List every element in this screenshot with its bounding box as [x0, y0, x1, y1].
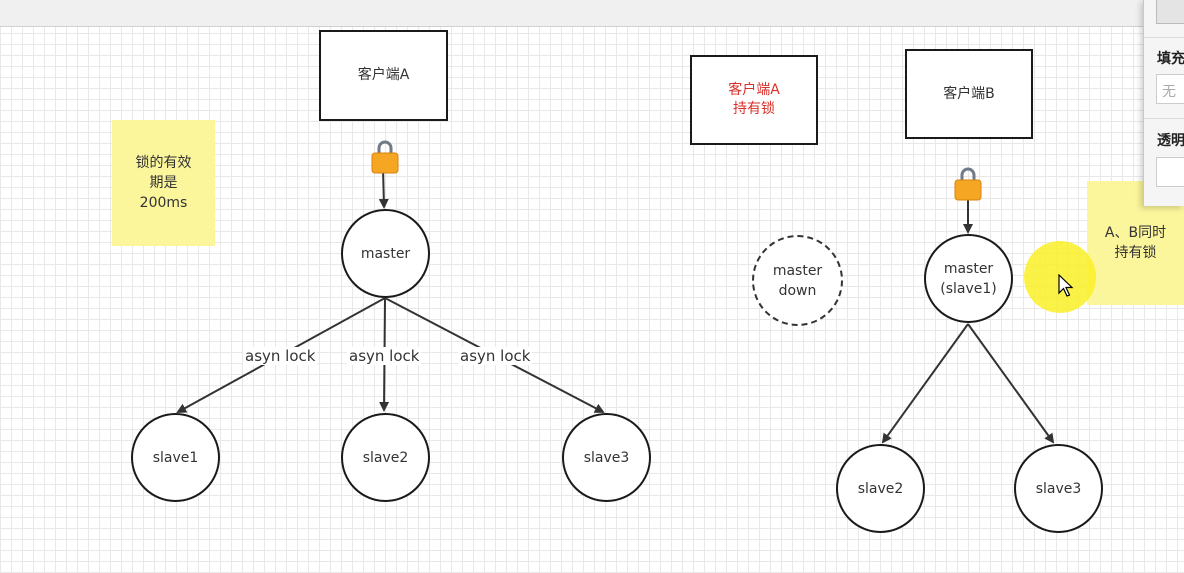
slave1-node-label: slave1	[152, 449, 199, 466]
top-toolbar-strip	[0, 0, 1184, 27]
mouse-cursor-icon	[1058, 273, 1074, 302]
master-node[interactable]: master	[341, 209, 430, 298]
client-a-holds-lock-box[interactable]: 客户端A 持有锁	[690, 55, 818, 145]
master-down-label: master down	[772, 262, 823, 299]
panel-top-button[interactable]	[1156, 0, 1184, 24]
both-hold-lock-note-text: A、B同时 持有锁	[1104, 225, 1167, 261]
slave1-node[interactable]: slave1	[131, 413, 220, 502]
panel-divider	[1144, 118, 1184, 119]
opacity-label: 透明	[1157, 133, 1184, 149]
format-side-panel: 填充 无 透明	[1143, 0, 1184, 206]
client-a-box[interactable]: 客户端A	[319, 30, 448, 121]
lock-validity-note[interactable]: 锁的有效 期是 200ms	[112, 120, 215, 246]
slave2-right-node[interactable]: slave2	[836, 444, 925, 533]
master-node-label: master	[360, 245, 411, 262]
edge-master-right-to-slave3	[967, 323, 1055, 444]
slave2-node[interactable]: slave2	[341, 413, 430, 502]
edge-label-asyn-lock-middle: asyn lock	[347, 347, 422, 365]
edge-label-asyn-lock-left: asyn lock	[243, 347, 318, 365]
client-a-label: 客户端A	[357, 67, 410, 83]
slave3-right-node[interactable]: slave3	[1014, 444, 1103, 533]
client-b-box[interactable]: 客户端B	[905, 49, 1033, 139]
client-b-label: 客户端B	[943, 85, 995, 102]
slave3-node[interactable]: slave3	[562, 413, 651, 502]
master-slave1-node[interactable]: master (slave1)	[924, 234, 1013, 323]
slave2-right-node-label: slave2	[857, 480, 904, 497]
lock-icon	[953, 164, 983, 206]
slave3-node-label: slave3	[583, 449, 630, 466]
slave2-node-label: slave2	[362, 449, 409, 466]
client-a-holds-lock-label: 客户端A 持有锁	[728, 82, 780, 117]
master-down-node[interactable]: master down	[752, 235, 843, 326]
opacity-input[interactable]	[1156, 157, 1184, 187]
master-slave1-label: master (slave1)	[940, 260, 997, 297]
edge-client-a-to-master	[378, 167, 389, 209]
lock-icon	[370, 137, 400, 179]
fill-label: 填充	[1157, 51, 1184, 67]
panel-divider	[1144, 37, 1184, 38]
slave3-right-node-label: slave3	[1035, 480, 1082, 497]
lock-validity-note-text: 锁的有效 期是 200ms	[135, 155, 192, 211]
edge-label-asyn-lock-right: asyn lock	[458, 347, 533, 365]
fill-select[interactable]: 无	[1156, 74, 1184, 104]
edge-master-right-to-slave2	[881, 323, 969, 444]
